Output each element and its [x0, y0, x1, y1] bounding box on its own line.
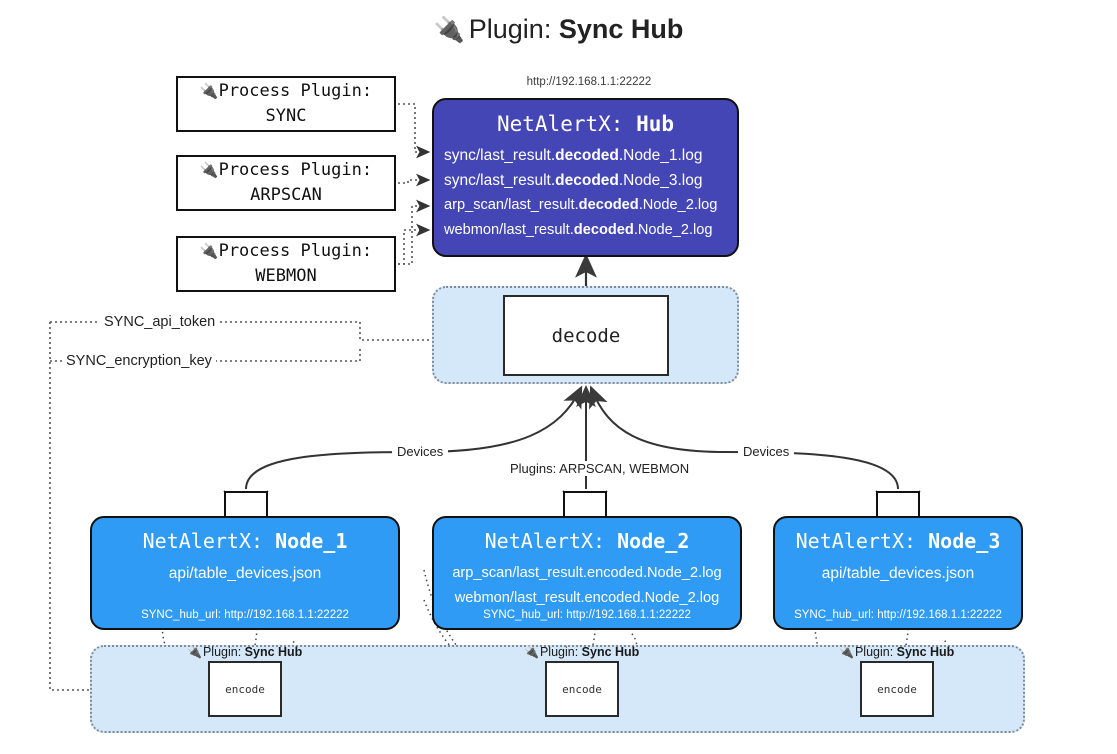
node-file-item: webmon/last_result.encoded.Node_2.log: [454, 590, 720, 606]
hub-log-item: webmon/last_result.decoded.Node_2.log: [444, 222, 713, 238]
node-title: NetAlertX: Node_2: [484, 529, 690, 553]
process-plugin-title: Process Plugin:: [218, 241, 373, 262]
process-plugin-name: WEBMON: [255, 266, 317, 286]
plug-icon: 🔌: [199, 161, 219, 180]
encode-box[interactable]: encode: [860, 661, 934, 717]
node-1[interactable]: NetAlertX: Node_1 api/table_devices.json…: [90, 516, 400, 630]
title-prefix: Plugin:: [468, 14, 552, 44]
hub-log-item: arp_scan/last_result.decoded.Node_2.log: [444, 197, 718, 213]
hub-node[interactable]: NetAlertX: Hub sync/last_result.decoded.…: [432, 98, 739, 257]
process-plugin-name: SYNC: [265, 106, 307, 126]
plug-icon: 🔌: [187, 645, 202, 659]
process-plugin-webmon[interactable]: 🔌Process Plugin: WEBMON: [176, 236, 396, 292]
process-plugin-arpscan[interactable]: 🔌Process Plugin: ARPSCAN: [176, 155, 396, 211]
encoder-plugin-label: 🔌Plugin: Sync Hub: [524, 645, 640, 659]
hub-log-item: sync/last_result.decoded.Node_3.log: [444, 172, 703, 189]
edge-label-devices-right: Devices: [738, 444, 795, 459]
node-file-item: api/table_devices.json: [821, 565, 975, 582]
encoder-plugin-label: 🔌Plugin: Sync Hub: [187, 645, 303, 659]
node-file-list: api/table_devices.json: [92, 561, 398, 586]
encode-box[interactable]: encode: [208, 661, 282, 717]
hub-title: NetAlertX: Hub: [434, 112, 737, 136]
title-name: Sync Hub: [558, 14, 684, 44]
node-3[interactable]: NetAlertX: Node_3 api/table_devices.json…: [773, 516, 1023, 630]
secret-label-api-token: SYNC_api_token: [100, 314, 220, 330]
hub-name: Hub: [636, 112, 675, 136]
node-hub-url: SYNC_hub_url: http://192.168.1.1:22222: [141, 609, 349, 621]
encoder-plugin-label: 🔌Plugin: Sync Hub: [839, 645, 955, 659]
node-2[interactable]: NetAlertX: Node_2 arp_scan/last_result.e…: [432, 516, 742, 630]
plug-icon: 🔌: [433, 16, 465, 44]
node-file-list: arp_scan/last_result.encoded.Node_2.log …: [434, 561, 740, 611]
secret-label-encryption-key: SYNC_encryption_key: [62, 353, 216, 369]
process-plugin-name: ARPSCAN: [250, 185, 322, 205]
hub-url-label: http://192.168.1.1:22222: [526, 76, 652, 88]
plug-icon: 🔌: [839, 645, 854, 659]
node-title: NetAlertX: Node_1: [142, 529, 348, 553]
node-file-list: api/table_devices.json: [775, 561, 1021, 586]
hub-log-list: sync/last_result.decoded.Node_1.log sync…: [434, 143, 737, 243]
edge-label-plugins: Plugins: ARPSCAN, WEBMON: [505, 461, 695, 476]
node-title: NetAlertX: Node_3: [795, 529, 1001, 553]
plug-icon: 🔌: [199, 82, 219, 101]
process-plugin-sync[interactable]: 🔌Process Plugin: SYNC: [176, 76, 396, 132]
edge-label-devices-left: Devices: [392, 444, 449, 459]
node-hub-url: SYNC_hub_url: http://192.168.1.1:22222: [483, 609, 691, 621]
encode-box[interactable]: encode: [545, 661, 619, 717]
node-file-item: arp_scan/last_result.encoded.Node_2.log: [452, 565, 722, 581]
page-title: 🔌Plugin: Sync Hub: [0, 14, 1117, 45]
node-file-item: api/table_devices.json: [168, 565, 322, 582]
process-plugin-title: Process Plugin:: [218, 160, 373, 181]
plug-icon: 🔌: [199, 242, 219, 261]
hub-app: NetAlertX:: [496, 112, 624, 136]
node-hub-url: SYNC_hub_url: http://192.168.1.1:22222: [794, 609, 1002, 621]
decode-box[interactable]: decode: [503, 295, 669, 376]
plug-icon: 🔌: [524, 645, 539, 659]
hub-log-item: sync/last_result.decoded.Node_1.log: [444, 147, 703, 164]
process-plugin-title: Process Plugin:: [218, 81, 373, 102]
